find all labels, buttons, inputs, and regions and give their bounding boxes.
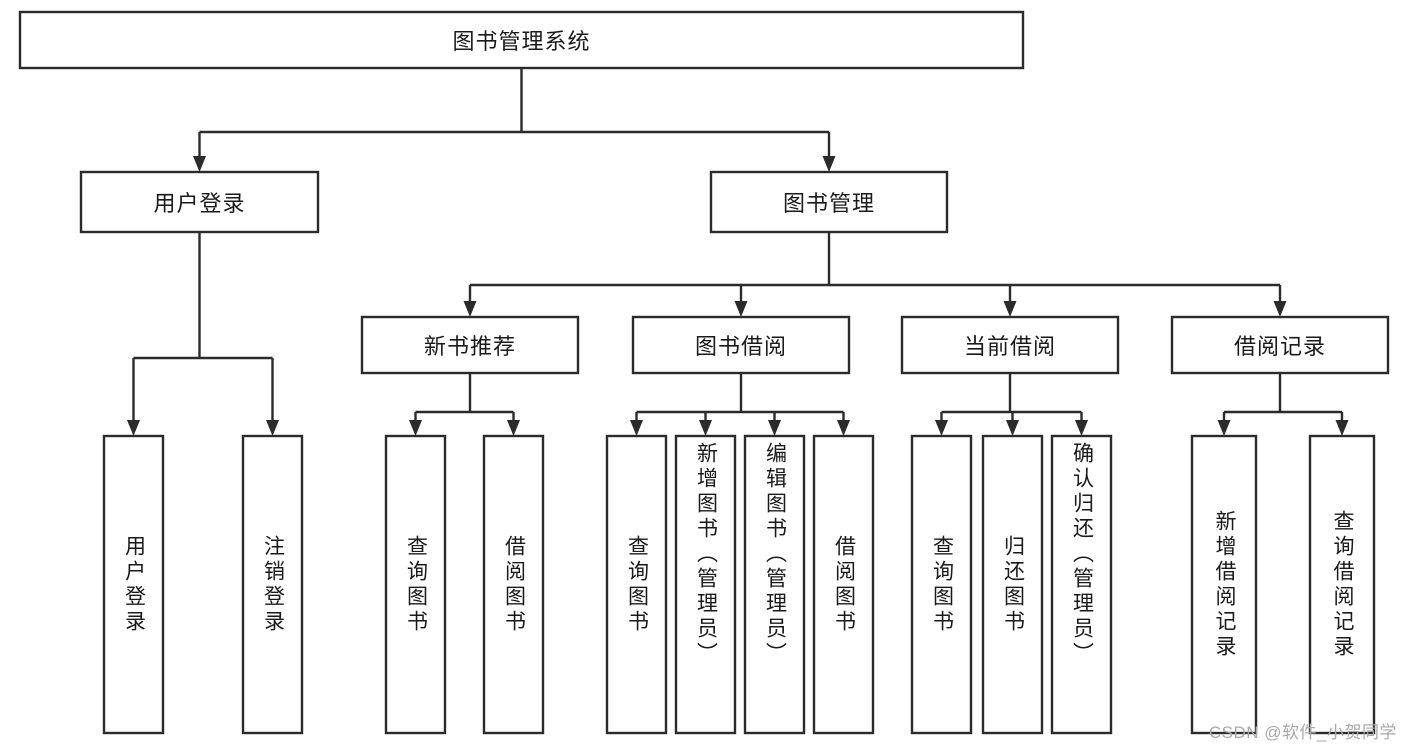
node-box[interactable]	[18, 10, 1025, 70]
arrow-head-icon	[1075, 420, 1088, 436]
arrow-head-icon	[768, 420, 781, 436]
arrow-head-icon	[734, 301, 748, 317]
arrow-head-icon	[630, 420, 643, 436]
watermark-text: CSDN @软件_小贺同学	[1208, 723, 1397, 742]
arrow-head-icon	[507, 420, 520, 436]
arrow-head-icon	[409, 420, 422, 436]
arrow-head-icon	[699, 420, 712, 436]
boxes-layer	[18, 10, 1390, 735]
node-box[interactable]	[674, 434, 737, 735]
arrow-head-icon	[1335, 420, 1349, 436]
arrow-head-icon	[935, 420, 948, 436]
node-box[interactable]	[631, 315, 851, 375]
node-box[interactable]	[1050, 434, 1113, 735]
node-box[interactable]	[812, 434, 875, 735]
arrow-head-icon	[127, 420, 140, 436]
node-box[interactable]	[102, 434, 165, 735]
edges-layer	[127, 68, 1349, 436]
node-box[interactable]	[1170, 315, 1390, 375]
arrow-head-icon	[193, 156, 206, 172]
arrow-head-icon	[837, 420, 850, 436]
node-box[interactable]	[605, 434, 668, 735]
arrow-head-icon	[463, 301, 477, 317]
arrow-head-icon	[266, 420, 279, 436]
arrow-head-icon	[1003, 301, 1017, 317]
node-box[interactable]	[384, 434, 447, 735]
node-box[interactable]	[743, 434, 806, 735]
node-box[interactable]	[360, 315, 580, 375]
arrow-head-icon	[822, 156, 836, 172]
node-box[interactable]	[241, 434, 304, 735]
node-box[interactable]	[900, 315, 1120, 375]
node-box[interactable]	[709, 170, 949, 234]
node-box[interactable]	[981, 434, 1044, 735]
node-box[interactable]	[482, 434, 545, 735]
arrow-head-icon	[1006, 420, 1019, 436]
node-box[interactable]	[910, 434, 973, 735]
arrow-head-icon	[1273, 301, 1287, 317]
node-box[interactable]	[79, 170, 320, 234]
arrow-head-icon	[1217, 420, 1231, 436]
node-box[interactable]	[1190, 434, 1258, 735]
node-box[interactable]	[1308, 434, 1376, 735]
